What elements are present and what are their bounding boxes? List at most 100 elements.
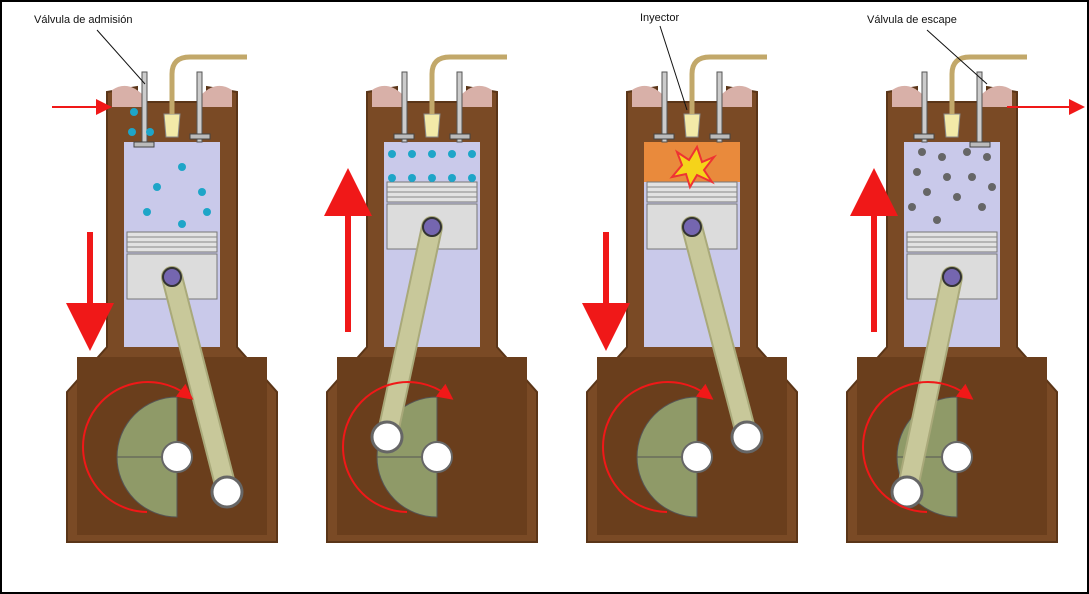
exhaust-particle bbox=[938, 153, 946, 161]
exhaust-particle bbox=[978, 203, 986, 211]
exhaust-valve bbox=[196, 71, 203, 143]
crank-pin bbox=[370, 420, 404, 454]
crankshaft bbox=[421, 441, 453, 473]
air-particle bbox=[198, 188, 206, 196]
stage-compression bbox=[324, 54, 538, 543]
crank-web bbox=[636, 456, 698, 518]
connecting-rod bbox=[683, 218, 756, 446]
exhaust-particle bbox=[923, 188, 931, 196]
wrist-pin bbox=[422, 217, 442, 237]
head-right bbox=[722, 85, 752, 107]
exhaust-particle bbox=[963, 148, 971, 156]
air-particle bbox=[428, 174, 436, 182]
exhaust-valve bbox=[976, 71, 983, 143]
crank-web bbox=[376, 456, 438, 518]
head-right bbox=[462, 85, 492, 107]
exhaust-particle bbox=[933, 216, 941, 224]
exhaust-valve bbox=[456, 71, 463, 143]
exhaust-particle bbox=[918, 148, 926, 156]
air-particle bbox=[178, 163, 186, 171]
air-particle bbox=[178, 220, 186, 228]
injector-nozzle bbox=[423, 113, 441, 138]
crank-web bbox=[116, 456, 178, 518]
fuel-line bbox=[689, 54, 767, 114]
exhaust-particle bbox=[913, 168, 921, 176]
rotation-arrow bbox=[82, 381, 194, 513]
intake-valve-head bbox=[913, 133, 935, 140]
exhaust-particle bbox=[983, 153, 991, 161]
head-left bbox=[112, 85, 142, 107]
air-particle bbox=[153, 183, 161, 191]
crankshaft bbox=[941, 441, 973, 473]
exhaust-particle bbox=[953, 193, 961, 201]
exhaust-particle bbox=[908, 203, 916, 211]
intake-leader-line bbox=[96, 29, 146, 85]
exhaust-valve bbox=[716, 71, 723, 143]
intake-valve-head bbox=[393, 133, 415, 140]
intake-valve bbox=[921, 71, 928, 143]
exhaust-valve-head bbox=[969, 141, 991, 148]
crank-pin bbox=[730, 420, 764, 454]
air-particle bbox=[143, 208, 151, 216]
intake-valve-label: Válvula de admisión bbox=[34, 14, 133, 26]
connecting-rod bbox=[163, 268, 236, 501]
air-particle bbox=[408, 150, 416, 158]
fuel-line bbox=[949, 54, 1027, 114]
stage-intake bbox=[52, 54, 278, 543]
exhaust-valve-head bbox=[189, 133, 211, 140]
air-particle bbox=[408, 174, 416, 182]
exhaust-particle bbox=[968, 173, 976, 181]
connecting-rod bbox=[378, 218, 441, 446]
air-particle bbox=[130, 108, 138, 116]
combustion-spark bbox=[669, 144, 718, 190]
crankshaft bbox=[681, 441, 713, 473]
exhaust-valve-head bbox=[709, 133, 731, 140]
head-left bbox=[372, 85, 402, 107]
air-particle bbox=[428, 150, 436, 158]
injector-nozzle bbox=[163, 113, 181, 138]
air-particle bbox=[146, 128, 154, 136]
combustion-chamber bbox=[124, 142, 220, 232]
wrist-pin bbox=[942, 267, 962, 287]
rotation-arrow bbox=[342, 381, 454, 513]
intake-valve bbox=[661, 71, 668, 143]
air-particle bbox=[468, 150, 476, 158]
head-right bbox=[982, 85, 1012, 107]
crank-pin bbox=[890, 475, 924, 509]
exhaust-particle bbox=[988, 183, 996, 191]
fuel-line bbox=[429, 54, 507, 114]
intake-valve-head bbox=[133, 141, 155, 148]
head-left bbox=[892, 85, 922, 107]
exhaust-valve-label: Válvula de escape bbox=[867, 14, 957, 26]
intake-valve-head bbox=[653, 133, 675, 140]
wrist-pin bbox=[682, 217, 702, 237]
injector-label: Inyector bbox=[640, 12, 680, 24]
fuel-line bbox=[169, 54, 247, 114]
air-particle bbox=[203, 208, 211, 216]
rotation-arrow bbox=[862, 381, 974, 513]
exhaust-leader-line bbox=[926, 29, 988, 85]
head-right bbox=[202, 85, 232, 107]
injector-nozzle bbox=[943, 113, 961, 138]
exhaust-valve-head bbox=[449, 133, 471, 140]
crankshaft bbox=[161, 441, 193, 473]
air-particle bbox=[468, 174, 476, 182]
wrist-pin bbox=[162, 267, 182, 287]
stage-exhaust bbox=[846, 54, 1085, 543]
rotation-arrow bbox=[602, 381, 714, 513]
injector-leader-line bbox=[659, 25, 688, 111]
air-particle bbox=[448, 150, 456, 158]
head-left bbox=[632, 85, 662, 107]
air-particle bbox=[388, 150, 396, 158]
air-particle bbox=[448, 174, 456, 182]
intake-valve bbox=[401, 71, 408, 143]
injector-nozzle bbox=[683, 113, 701, 138]
stage-power bbox=[582, 54, 798, 543]
air-particle bbox=[128, 128, 136, 136]
air-particle bbox=[388, 174, 396, 182]
exhaust-particle bbox=[943, 173, 951, 181]
crank-pin bbox=[210, 475, 244, 509]
